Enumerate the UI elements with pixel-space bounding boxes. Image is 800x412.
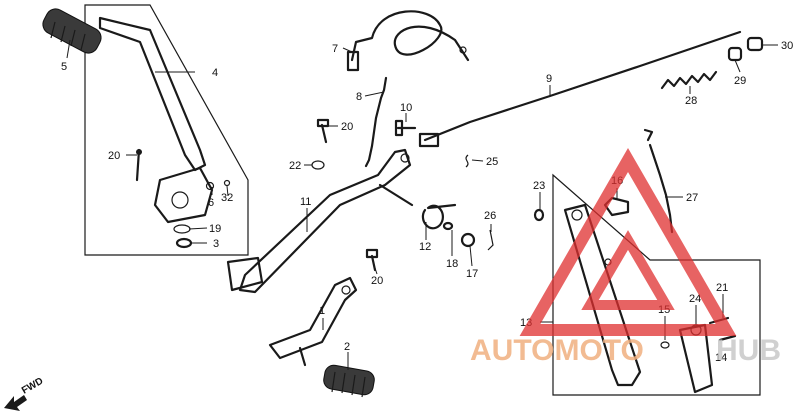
forward-direction-indicator: FWD (4, 376, 45, 411)
callout-12: 12 (419, 241, 431, 253)
callout-20-lower: 20 (371, 275, 383, 287)
callout-28: 27 (686, 192, 698, 204)
callout-29: 28 (685, 95, 697, 107)
bolt-20-lower (365, 248, 379, 272)
callout-11: 11 (300, 196, 311, 208)
callout-4: 4 (212, 67, 218, 79)
callout-32: 32 (221, 192, 233, 204)
switch-cable (346, 10, 470, 72)
callout-21: 21 (716, 282, 728, 294)
callout-3: 3 (213, 238, 219, 250)
watermark-text: AUTOMOTO HUB (470, 334, 781, 367)
callout-labels: 5 4 20 6 32 19 3 7 8 10 20 9 22 25 11 12… (61, 40, 793, 364)
brake-rod (418, 30, 742, 148)
callout-2: 2 (344, 341, 350, 353)
callout-9: 9 (546, 73, 552, 85)
kick-starter-group-frame (84, 4, 249, 256)
callout-26: 25 (486, 156, 498, 168)
kick-grip-rubber (42, 8, 102, 54)
clip-23 (311, 160, 325, 170)
callout-7: 7 (332, 43, 338, 55)
pivot-parts (421, 203, 494, 251)
callout-5: 5 (61, 61, 67, 73)
watermark-part2: HUB (716, 334, 781, 367)
bolts-10-20 (316, 118, 417, 144)
callout-1: 1 (319, 305, 325, 317)
callout-17: 17 (466, 268, 478, 280)
callout-20-upper: 20 (341, 121, 353, 133)
callout-22: 20 (108, 150, 120, 162)
callout-8: 8 (356, 91, 362, 103)
watermark-part1: AUTOMOTO (470, 334, 644, 367)
fwd-label: FWD (20, 376, 45, 397)
callout-19: 19 (209, 223, 221, 235)
pin-26 (465, 154, 469, 168)
gearshift-arm (268, 276, 358, 367)
callout-23: 22 (289, 160, 301, 172)
callout-24: 23 (533, 180, 545, 192)
kick-starter-arm (98, 16, 214, 224)
callout-31: 30 (781, 40, 793, 52)
rod-spring-and-nuts (660, 36, 764, 90)
gearshift-rubber (323, 364, 375, 398)
callout-27: 26 (484, 210, 496, 222)
callout-25: 24 (689, 293, 701, 305)
return-spring-8 (364, 76, 388, 168)
callout-14: 14 (715, 352, 727, 364)
callout-30: 29 (734, 75, 746, 87)
callout-18: 18 (446, 258, 458, 270)
callout-6: 6 (208, 197, 214, 209)
stand-parts (533, 128, 674, 234)
brake-pedal (226, 148, 414, 294)
callout-10: 10 (400, 102, 412, 114)
watermark-logo (519, 147, 737, 336)
